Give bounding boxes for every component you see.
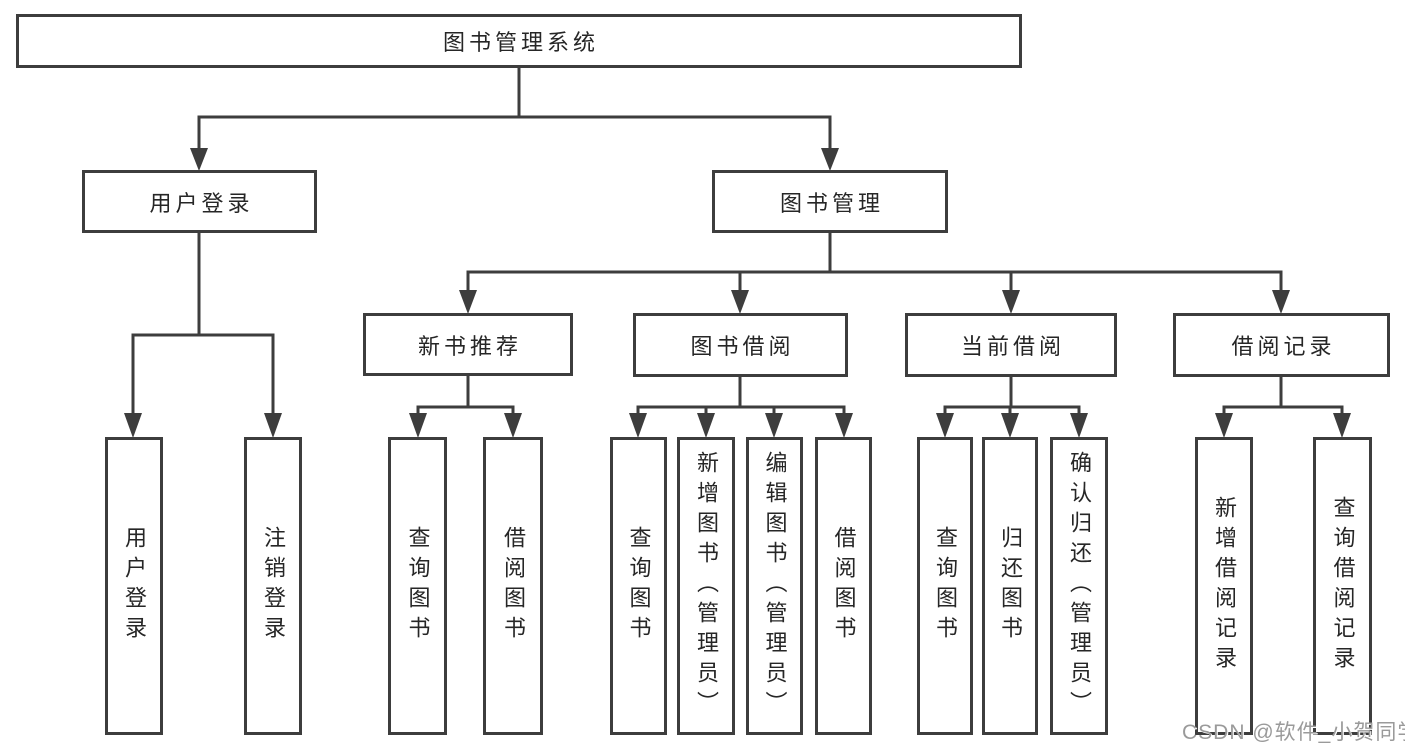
node-root: 图书管理系统 <box>16 14 1022 68</box>
leaf-current-query-book: 查询图书 <box>917 437 973 735</box>
leaf-records-add-record: 新增借阅记录 <box>1195 437 1253 735</box>
node-user-login: 用户登录 <box>82 170 317 233</box>
leaf-current-return-book: 归还图书 <box>982 437 1038 735</box>
node-new-book-recommend: 新书推荐 <box>363 313 573 376</box>
leaf-recommend-query-book: 查询图书 <box>388 437 447 735</box>
node-book-borrow: 图书借阅 <box>633 313 848 377</box>
leaf-borrow-edit-book-admin: 编辑图书（管理员） <box>746 437 803 735</box>
arrowheads <box>124 148 1351 438</box>
leaf-records-query-record: 查询借阅记录 <box>1313 437 1372 735</box>
leaf-borrow-add-book-admin: 新增图书（管理员） <box>677 437 735 735</box>
node-book-management: 图书管理 <box>712 170 948 233</box>
leaf-borrow-query-book: 查询图书 <box>610 437 667 735</box>
leaf-logout: 注销登录 <box>244 437 302 735</box>
leaf-borrow-borrow-book: 借阅图书 <box>815 437 872 735</box>
leaf-user-login: 用户登录 <box>105 437 163 735</box>
leaf-recommend-borrow-book: 借阅图书 <box>483 437 543 735</box>
node-borrow-records: 借阅记录 <box>1173 313 1390 377</box>
leaf-current-confirm-return-admin: 确认归还（管理员） <box>1050 437 1108 735</box>
csdn-watermark: CSDN @软件_小贺同学 <box>1182 721 1405 744</box>
node-current-borrow: 当前借阅 <box>905 313 1117 377</box>
